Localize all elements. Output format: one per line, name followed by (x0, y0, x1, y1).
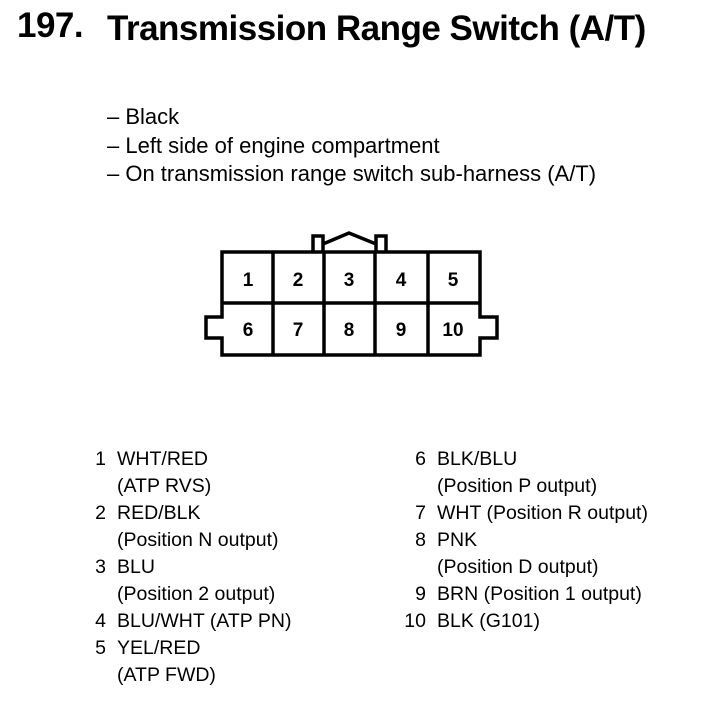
pin-label: 2 (293, 270, 304, 291)
wire-function: (Position P output) (437, 475, 598, 497)
pinout-number: 6 (415, 448, 426, 470)
pinout-list-left: 1 WHT/RED (ATP RVS) 2 RED/BLK (Position … (80, 446, 380, 689)
wire-color: PNK (437, 529, 478, 551)
pin-label: 5 (448, 270, 459, 291)
pin-label: 1 (243, 270, 254, 291)
pinout-row: 2 RED/BLK (Position N output) (80, 500, 380, 554)
pinout-number: 5 (95, 637, 106, 659)
pinout-number: 2 (95, 502, 106, 524)
pin-label: 9 (396, 320, 407, 341)
diagram-number: 197. (17, 6, 84, 45)
wire-color: BLK (G101) (437, 610, 540, 632)
pinout-number: 7 (415, 502, 426, 524)
wire-color: WHT (Position R output) (437, 502, 648, 524)
pinout-row: 4 BLU/WHT (ATP PN) (80, 608, 380, 635)
pin-label: 7 (293, 320, 304, 341)
wire-function: (ATP FWD) (117, 664, 216, 686)
connector-lock-tab (311, 231, 388, 252)
pinout-number: 10 (404, 610, 426, 632)
wire-function: (Position N output) (117, 529, 279, 551)
pinout-row: 5 YEL/RED (ATP FWD) (80, 635, 380, 689)
wire-color: BRN (Position 1 output) (437, 583, 642, 605)
pinout-row: 7 WHT (Position R output) (400, 500, 700, 527)
note-location: – Left side of engine compartment (107, 132, 440, 158)
pinout-list-right: 6 BLK/BLU (Position P output) 7 WHT (Pos… (400, 446, 700, 635)
pin-label: 8 (344, 320, 355, 341)
wire-function: (Position D output) (437, 556, 599, 578)
pin-label: 10 (442, 320, 463, 341)
connector-notes: – Black – Left side of engine compartmen… (107, 103, 596, 189)
pinout-row: 10 BLK (G101) (400, 608, 700, 635)
pin-label: 6 (243, 320, 254, 341)
wire-color: WHT/RED (117, 448, 208, 470)
wire-color: BLU/WHT (ATP PN) (117, 610, 292, 632)
pinout-row: 6 BLK/BLU (Position P output) (400, 446, 700, 500)
wire-color: BLU (117, 556, 155, 578)
pinout-number: 4 (95, 610, 106, 632)
pinout-number: 8 (415, 529, 426, 551)
connector-outline (204, 250, 499, 357)
wire-color: RED/BLK (117, 502, 201, 524)
pin-label: 3 (344, 270, 355, 291)
pinout-number: 3 (95, 556, 106, 578)
pinout-row: 9 BRN (Position 1 output) (400, 581, 700, 608)
wire-function: (ATP RVS) (117, 475, 212, 497)
pinout-row: 1 WHT/RED (ATP RVS) (80, 446, 380, 500)
pinout-number: 1 (95, 448, 106, 470)
diagram-title: Transmission Range Switch (A/T) (107, 9, 646, 48)
wire-color: YEL/RED (117, 637, 201, 659)
pin-label: 4 (396, 270, 407, 291)
pinout-row: 8 PNK (Position D output) (400, 527, 700, 581)
pinout-number: 9 (415, 583, 426, 605)
wire-color: BLK/BLU (437, 448, 518, 470)
note-harness: – On transmission range switch sub-harne… (107, 161, 597, 186)
pinout-row: 3 BLU (Position 2 output) (80, 554, 380, 608)
note-color: – Black (107, 104, 180, 129)
wire-function: (Position 2 output) (117, 583, 276, 605)
